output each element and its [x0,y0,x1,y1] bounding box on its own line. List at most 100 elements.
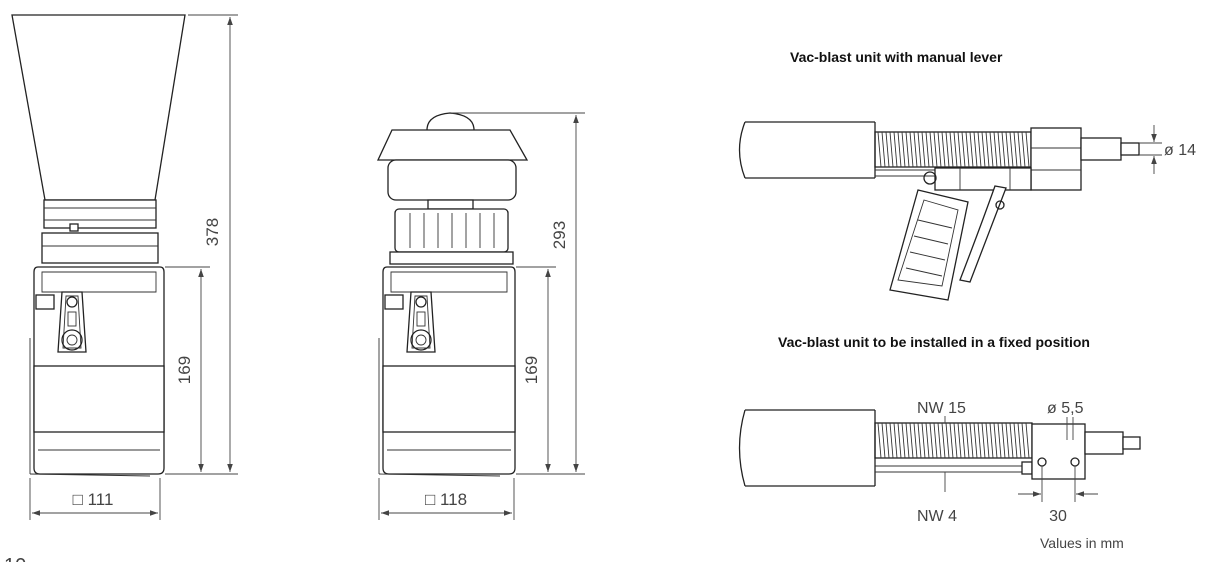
hose-rib [937,131,942,168]
hose-rib [885,131,890,168]
fixed-position-title: Vac-blast unit to be installed in a fixe… [778,334,1090,350]
hose-rib [925,131,930,168]
hose-rib [989,422,994,459]
dim-111-label: □ 111 [73,490,114,509]
hose-rib [937,422,942,459]
hose-rib [877,422,882,459]
dimension-118: □ 118 [378,478,515,520]
hose-rib [905,422,910,459]
dim-293-label: 293 [550,221,569,249]
hose-rib [957,422,962,459]
label-nw15: NW 15 [917,400,966,423]
hose-rib [1009,131,1014,168]
dimension-169-left: 169 [165,266,210,472]
dimension-293: 293 [452,112,585,475]
hose-rib [941,131,946,168]
hose-rib [965,422,970,459]
hose-rib [1013,131,1018,168]
hose-rib [1021,131,1026,168]
hose-rib [1025,131,1030,168]
hose-rib [997,422,1002,459]
hose-rib [953,422,958,459]
hose-rib [969,422,974,459]
hose-rib [913,422,918,459]
hose-rib [889,131,894,168]
hose-rib [917,422,922,459]
hose-rib [925,422,930,459]
hose-rib [949,131,954,168]
hose-rib [901,131,906,168]
hose-rib [901,422,906,459]
dimension-30: 30 [1018,466,1098,525]
label-d55: ø 5,5 [1047,400,1084,440]
label-nw4: NW 4 [917,472,957,525]
dim-378-label: 378 [203,218,222,246]
manual-lever-unit-drawing [738,121,1140,301]
hose-rib [881,422,886,459]
hose-rib [981,422,986,459]
hose-rib [957,131,962,168]
dim-169-left-label: 169 [175,356,194,384]
hose-rib [1021,422,1026,459]
dimension-111: □ 111 [29,478,161,520]
dim-30-label: 30 [1049,508,1067,525]
hose-rib [981,131,986,168]
hose-rib [921,131,926,168]
dim-169-mid-label: 169 [522,356,541,384]
hose-rib [973,131,978,168]
hose-rib [961,422,966,459]
nw15-label: NW 15 [917,400,966,417]
hose-rib [985,422,990,459]
hose-rib [893,422,898,459]
unit-with-funnel-drawing [11,14,186,477]
hose-rib [1005,422,1010,459]
hose-rib [929,422,934,459]
hose-rib [1025,422,1030,459]
hose-rib [909,422,914,459]
dimension-378: 378 [165,14,238,475]
unit-with-cap-drawing [376,112,529,477]
hose-rib [921,422,926,459]
hose-rib [993,131,998,168]
hose-rib [953,131,958,168]
hose-rib [933,422,938,459]
hose-rib [977,131,982,168]
hose-rib [917,131,922,168]
hose-rib [969,131,974,168]
hose-rib [905,131,910,168]
hose-rib [893,131,898,168]
dim-d14-label: ø 14 [1164,142,1196,159]
hose-rib [909,131,914,168]
page-number: 10 [4,555,26,562]
d55-label: ø 5,5 [1047,400,1084,417]
hose-rib [989,131,994,168]
units-note: Values in mm [1040,535,1124,551]
hose-rib [897,422,902,459]
hose-rib [877,131,882,168]
nw4-label: NW 4 [917,508,957,525]
hose-rib [997,131,1002,168]
hose-rib [977,422,982,459]
dimension-169-mid: 169 [516,266,556,472]
hose-rib [885,422,890,459]
hose-rib [941,422,946,459]
hose-rib [1001,422,1006,459]
hose-rib [929,131,934,168]
manual-lever-title: Vac-blast unit with manual lever [790,49,1003,65]
hose-rib [933,131,938,168]
hose-rib [1001,131,1006,168]
hose-rib [1005,131,1010,168]
hose-rib [1009,422,1014,459]
hose-rib [945,131,950,168]
hose-rib [913,131,918,168]
hose-rib [1013,422,1018,459]
hose-rib [897,131,902,168]
hose-rib [889,422,894,459]
hose-rib [985,131,990,168]
hose-rib [961,131,966,168]
dimension-d14: ø 14 [1139,125,1196,174]
hose-rib [993,422,998,459]
fixed-position-unit-drawing [738,409,1141,487]
dim-118-label: □ 118 [425,490,467,509]
